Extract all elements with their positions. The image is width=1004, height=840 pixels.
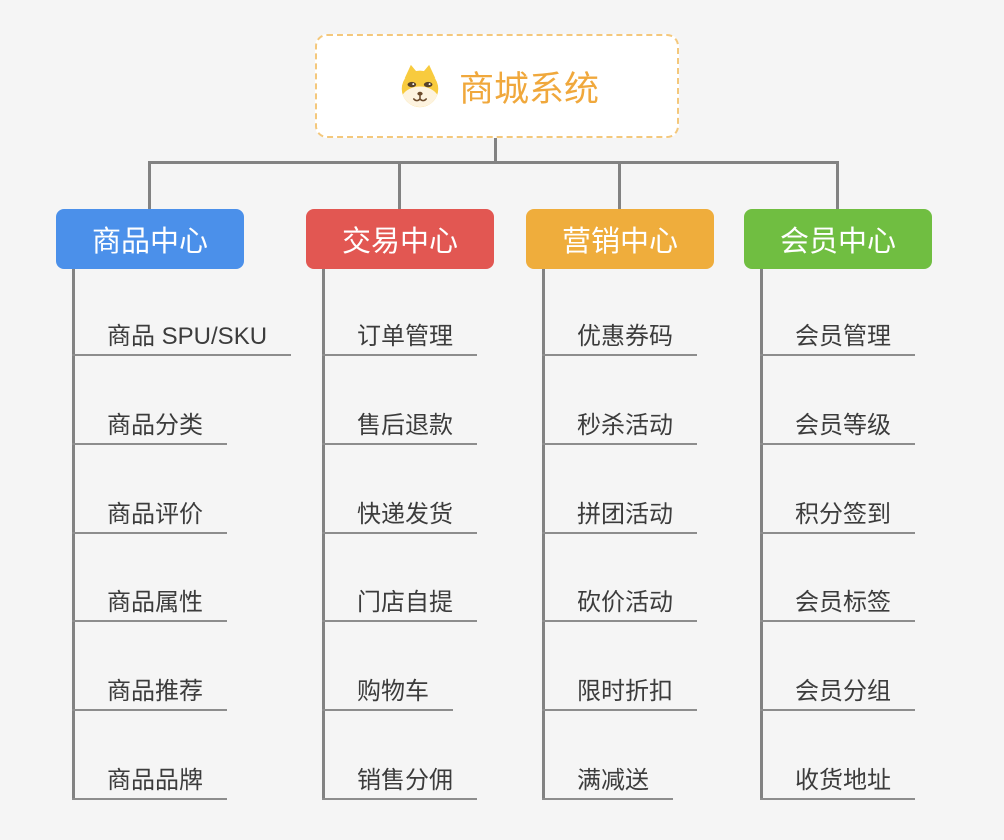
child-node[interactable]: 购物车	[322, 675, 453, 711]
child-node[interactable]: 商品推荐	[72, 675, 227, 711]
child-node[interactable]: 优惠券码	[542, 320, 697, 356]
child-node[interactable]: 商品分类	[72, 409, 227, 445]
child-node[interactable]: 限时折扣	[542, 675, 697, 711]
child-node[interactable]: 砍价活动	[542, 586, 697, 622]
branch-header-marketing-center[interactable]: 营销中心	[526, 209, 714, 269]
connector-drop-product	[148, 161, 151, 209]
child-node[interactable]: 销售分佣	[322, 764, 477, 800]
branch-header-product-center[interactable]: 商品中心	[56, 209, 244, 269]
child-node[interactable]: 商品品牌	[72, 764, 227, 800]
connector-drop-trade	[398, 161, 401, 209]
branch-label: 会员中心	[779, 226, 896, 258]
child-node[interactable]: 拼团活动	[542, 498, 697, 534]
root-node[interactable]: 商城系统	[315, 34, 679, 138]
connector-root	[494, 136, 497, 164]
connector-drop-member	[836, 161, 839, 209]
child-node[interactable]: 会员等级	[760, 409, 915, 445]
branch-children-trade-center: 订单管理 售后退款 快递发货 门店自提 购物车 销售分佣	[322, 269, 565, 800]
child-node[interactable]: 门店自提	[322, 586, 477, 622]
child-node[interactable]: 快递发货	[322, 498, 477, 534]
child-node[interactable]: 满减送	[542, 764, 673, 800]
child-node[interactable]: 积分签到	[760, 498, 915, 534]
child-node[interactable]: 商品评价	[72, 498, 227, 534]
branch-children-product-center: 商品 SPU/SKU 商品分类 商品评价 商品属性 商品推荐 商品品牌	[72, 269, 315, 800]
child-node[interactable]: 会员分组	[760, 675, 915, 711]
connector-horizontal	[148, 161, 839, 164]
child-node[interactable]: 订单管理	[322, 320, 477, 356]
child-node[interactable]: 会员标签	[760, 586, 915, 622]
child-node[interactable]: 收货地址	[760, 764, 915, 800]
branch-label: 商品中心	[91, 226, 208, 258]
branch-header-trade-center[interactable]: 交易中心	[306, 209, 494, 269]
branch-label: 营销中心	[561, 226, 678, 258]
branch-children-marketing-center: 优惠券码 秒杀活动 拼团活动 砍价活动 限时折扣 满减送	[542, 269, 785, 800]
root-node-title: 商城系统	[458, 69, 599, 109]
child-node[interactable]: 会员管理	[760, 320, 915, 356]
child-node[interactable]: 商品属性	[72, 586, 227, 622]
doge-icon	[401, 64, 439, 108]
branch-children-member-center: 会员管理 会员等级 积分签到 会员标签 会员分组 收货地址	[760, 269, 1003, 800]
child-node[interactable]: 商品 SPU/SKU	[72, 320, 292, 356]
child-node[interactable]: 售后退款	[322, 409, 477, 445]
connector-drop-marketing	[618, 161, 621, 209]
branch-label: 交易中心	[341, 226, 458, 258]
child-node[interactable]: 秒杀活动	[542, 409, 697, 445]
branch-header-member-center[interactable]: 会员中心	[744, 209, 932, 269]
